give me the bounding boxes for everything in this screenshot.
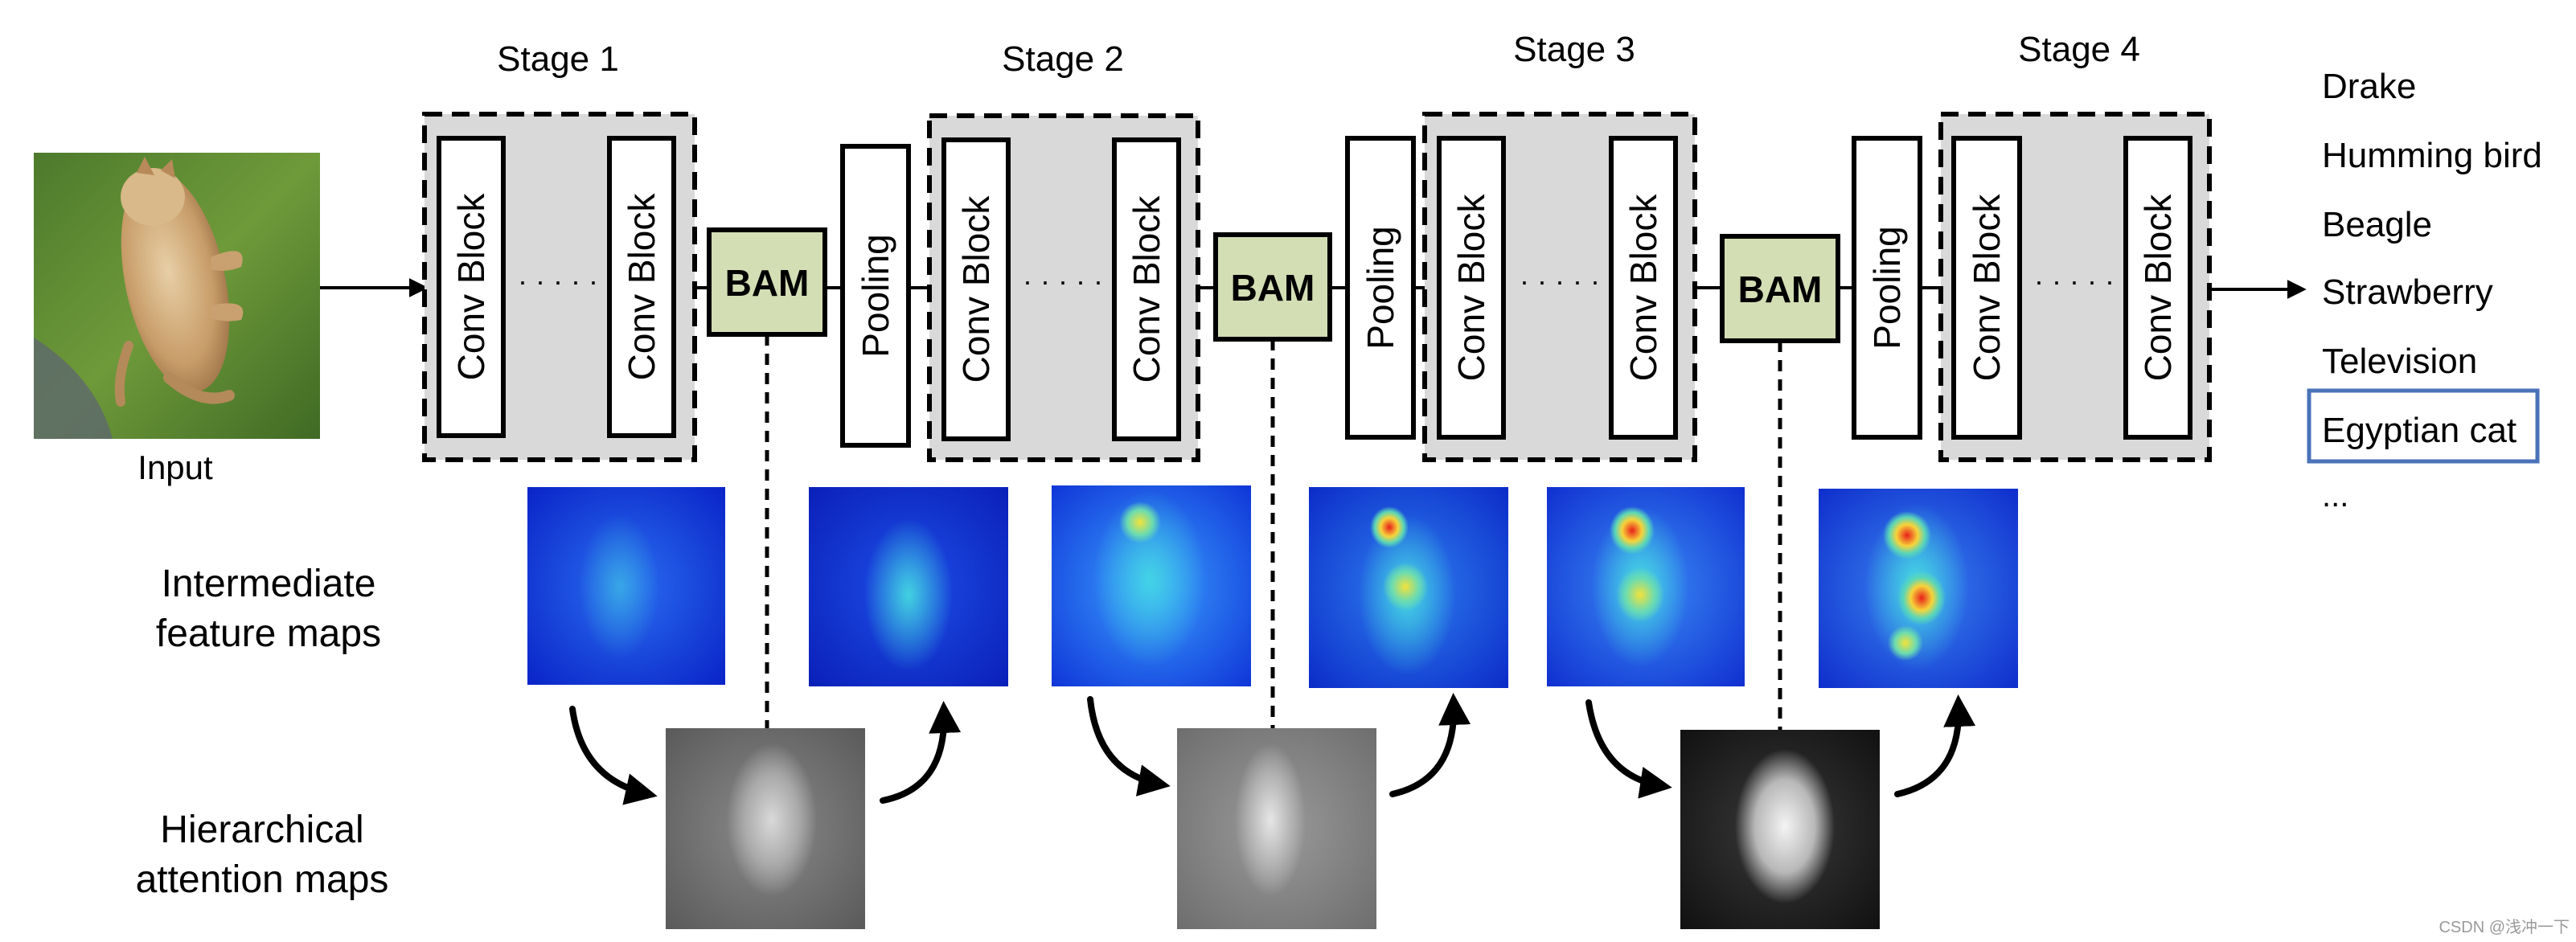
curved-arrow-3b [1894,694,1976,797]
stage-2-ellipsis: · · · · · [1023,264,1103,297]
stage-1-label: Stage 1 [497,39,619,79]
stage-3-box: Conv Block · · · · · Conv Block [1422,112,1697,462]
curved-arrow-2a [1087,696,1171,797]
feature-map-2 [809,487,1008,686]
attention-maps-label-line2: attention maps [136,858,389,901]
feature-map-3 [1052,485,1251,686]
stage-4-box: Conv Block · · · · · Conv Block [1938,112,2212,462]
feature-map-4 [1309,487,1508,688]
stage-2-conv-block-a-label: Conv Block [955,195,997,383]
output-class-ellipsis: ... [2322,478,2348,514]
cat-figure [114,157,244,407]
curved-arrow-1a [569,706,658,805]
stage-2-conv-block-a [941,137,1011,441]
stage-1-conv-block-a-label: Conv Block [450,193,492,381]
feature-map-5 [1547,487,1745,686]
pooling-1 [840,144,911,448]
attention-map-1 [666,728,865,929]
stage-1-conv-block-b-label: Conv Block [621,193,662,381]
output-class-list: Drake Humming bird Beagle Strawberry Tel… [2307,67,2542,514]
curved-arrow-2b [1389,693,1471,797]
stage-2-conv-block-b-label: Conv Block [1126,195,1167,383]
bam-module-2 [1213,232,1332,342]
stage-4-conv-block-b [2123,136,2192,440]
output-class-egyptian-cat: Egyptian cat [2322,411,2517,450]
input-label: Input [137,448,213,486]
bam-module-1-label: BAM [725,262,810,304]
selected-class-highlight [2307,388,2540,464]
bam-module-3-label: BAM [1738,268,1823,310]
stage-3-ellipsis: · · · · · [1520,264,1600,297]
bam-to-attention-connectors [765,334,1782,730]
stage-4-label: Stage 4 [2018,30,2140,69]
stage-1-box: Conv Block · · · · · Conv Block [422,112,697,462]
stage-4-conv-block-a-label: Conv Block [1966,194,2008,382]
curved-arrow-1b [880,701,962,804]
watermark: CSDN @浅冲一下 [2439,918,2570,936]
attention-maps-label-line1: Hierarchical [160,809,363,851]
pooling-1-label: Pooling [855,234,896,357]
attention-map-2 [1177,728,1376,929]
output-class-beagle: Beagle [2322,205,2432,244]
stage-4-conv-block-b-label: Conv Block [2137,194,2179,382]
stage-1-conv-block-a [437,136,506,438]
pooling-3-label: Pooling [1866,226,1908,349]
stage-4-conv-block-a [1951,136,2022,440]
pooling-3 [1852,136,1922,440]
stage-3-label: Stage 3 [1513,30,1635,69]
stage-2-box: Conv Block · · · · · Conv Block [927,113,1200,462]
output-class-strawberry: Strawberry [2322,272,2493,312]
bam-module-1 [707,227,827,337]
attention-flow-arrows [569,693,1976,805]
output-class-drake: Drake [2322,67,2416,106]
stage-1-conv-block-b [607,136,676,438]
stage-1-ellipsis: · · · · · [518,264,598,297]
pooling-2-label: Pooling [1360,226,1401,349]
feature-maps-label-line2: feature maps [156,612,381,655]
output-class-television: Television [2322,342,2477,381]
stage-2-conv-block-b [1112,137,1181,441]
feature-maps-label-line1: Intermediate [162,563,376,605]
stage-3-conv-block-a [1437,136,1506,440]
output-class-humming-bird: Humming bird [2322,136,2542,175]
stage-3-conv-block-a-label: Conv Block [1450,194,1492,382]
stage-2-label: Stage 2 [1002,39,1124,79]
input-image [34,153,320,439]
feature-map-6 [1819,489,2018,688]
bam-module-2-label: BAM [1231,267,1315,309]
stage-4-ellipsis: · · · · · [2034,264,2115,297]
curved-arrow-3a [1585,699,1672,799]
pooling-2 [1345,136,1416,440]
attention-map-3 [1680,730,1880,929]
stage-3-conv-block-b-label: Conv Block [1622,194,1664,382]
stage-3-conv-block-b [1609,136,1678,440]
feature-map-1 [527,487,725,685]
